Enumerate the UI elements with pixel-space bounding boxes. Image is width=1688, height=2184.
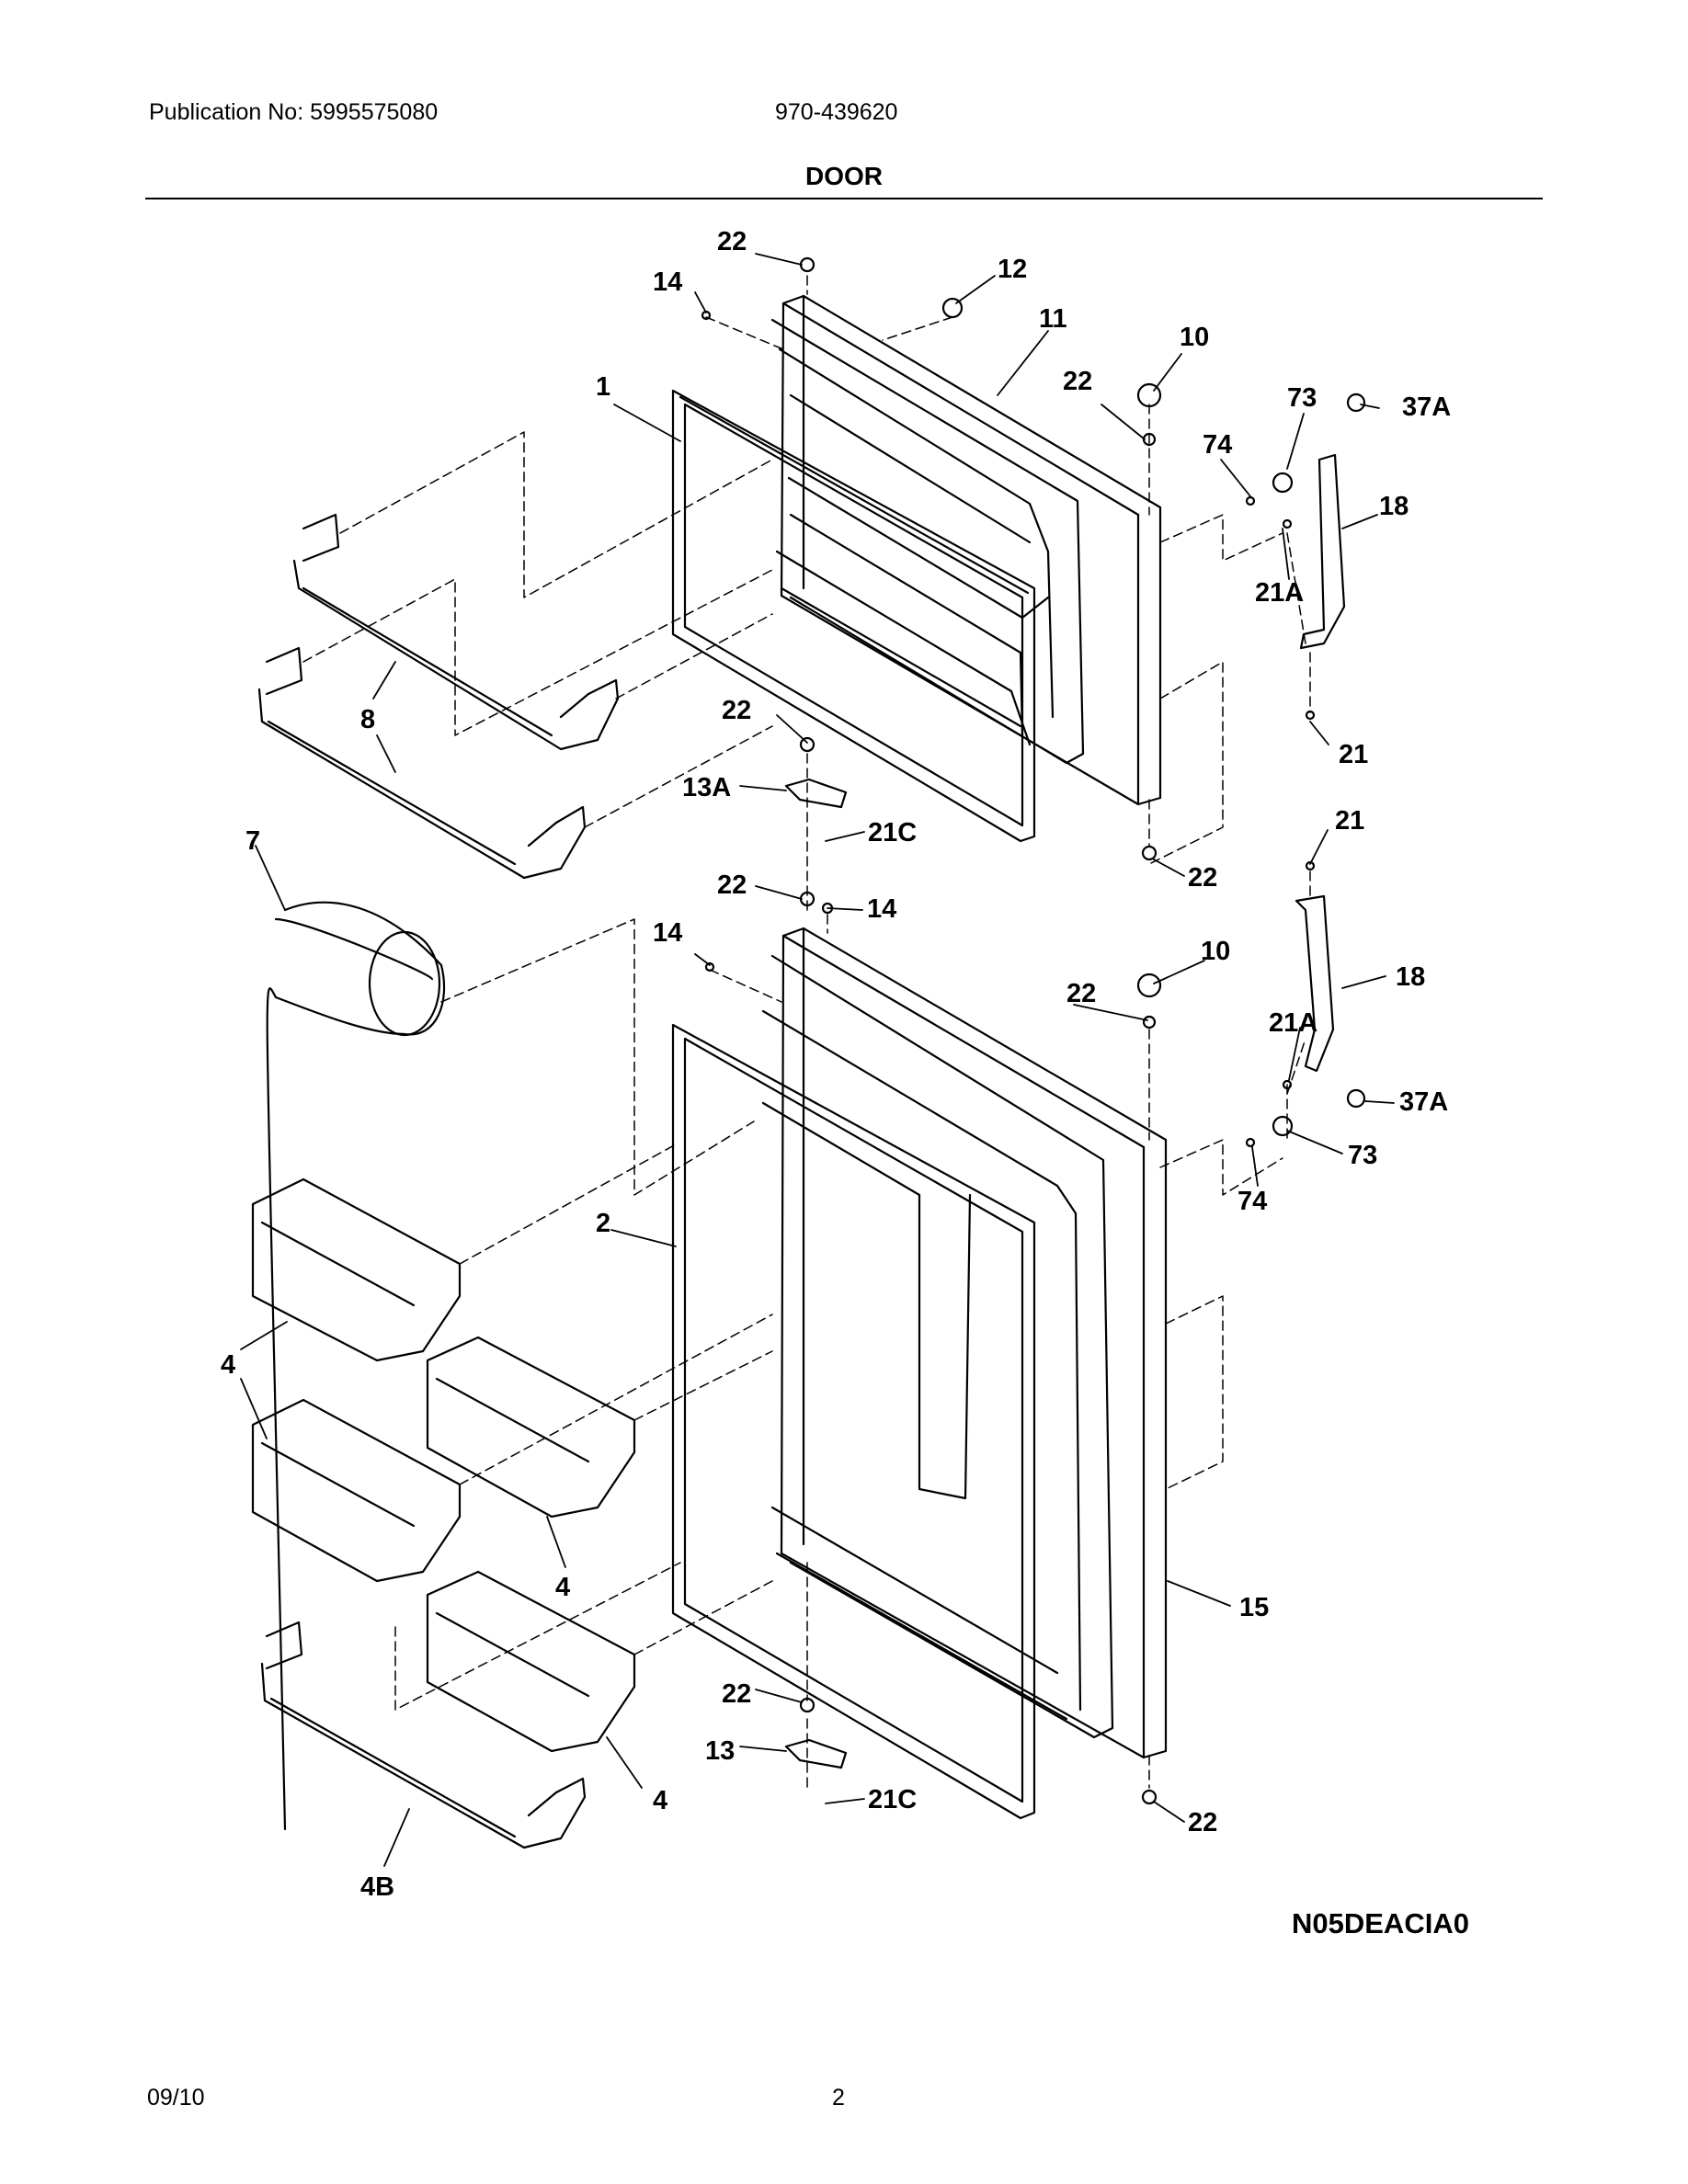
label-2: 2 <box>596 1209 610 1238</box>
label-73: 73 <box>1348 1141 1377 1170</box>
label-74: 74 <box>1203 430 1232 460</box>
label-22: 22 <box>722 1679 751 1709</box>
header-divider <box>145 198 1543 199</box>
label-22: 22 <box>1063 367 1092 396</box>
fresh-food-door-liner <box>761 954 1114 1739</box>
label-14: 14 <box>653 267 682 297</box>
label-21a: 21A <box>1269 1008 1317 1038</box>
label-22: 22 <box>717 227 747 256</box>
label-22: 22 <box>1066 979 1096 1008</box>
door-bin-1 <box>251 1177 462 1362</box>
door-bin-3 <box>251 1398 462 1583</box>
label-21c: 21C <box>868 818 917 847</box>
label-37a: 37A <box>1399 1087 1448 1117</box>
label-21a: 21A <box>1255 578 1304 608</box>
label-4: 4 <box>555 1573 570 1602</box>
label-4b: 4B <box>360 1872 394 1902</box>
label-10: 10 <box>1201 937 1230 966</box>
upper-hinge <box>784 778 848 809</box>
label-12: 12 <box>998 255 1027 284</box>
diagram-code: N05DEACIA0 <box>1292 1907 1469 1939</box>
deodorizer <box>266 901 446 1831</box>
label-13a: 13A <box>682 773 731 802</box>
label-7: 7 <box>245 826 260 856</box>
label-22: 22 <box>722 696 751 725</box>
page-number: 2 <box>832 2085 845 2110</box>
label-73: 73 <box>1287 383 1317 413</box>
freezer-door-liner <box>770 318 1085 765</box>
label-4: 4 <box>221 1350 235 1380</box>
label-4: 4 <box>653 1786 667 1815</box>
label-15: 15 <box>1239 1593 1269 1622</box>
door-shelf-lower <box>257 646 587 880</box>
fasteners <box>701 256 1366 1805</box>
label-14: 14 <box>867 894 896 924</box>
fresh-food-handle <box>1295 894 1335 1073</box>
freezer-handle <box>1299 453 1346 650</box>
label-18: 18 <box>1379 492 1409 521</box>
label-13: 13 <box>705 1736 735 1766</box>
label-18: 18 <box>1396 962 1425 992</box>
label-21: 21 <box>1335 806 1364 836</box>
label-11: 11 <box>1039 304 1067 334</box>
fresh-food-door-gasket <box>671 1023 1036 1820</box>
model-number: 970-439620 <box>775 99 898 125</box>
leader-lines <box>240 253 1395 1867</box>
label-10: 10 <box>1180 323 1209 352</box>
label-14: 14 <box>653 918 682 948</box>
label-22: 22 <box>717 870 747 900</box>
label-22: 22 <box>1188 1808 1217 1837</box>
label-21c: 21C <box>868 1785 917 1814</box>
label-74: 74 <box>1237 1187 1267 1216</box>
label-1: 1 <box>596 372 610 402</box>
door-shelf-upper <box>292 513 620 751</box>
fresh-food-door-outer <box>780 927 1168 1759</box>
assembly-dashed-lines <box>302 275 1311 1793</box>
freezer-door-outer <box>780 294 1162 806</box>
door-bin-2 <box>426 1336 636 1519</box>
label-37a: 37A <box>1402 392 1451 422</box>
freezer-door-gasket <box>671 389 1036 843</box>
publication-number: Publication No: 5995575080 <box>149 99 439 125</box>
label-8: 8 <box>360 705 375 734</box>
lower-hinge <box>784 1738 848 1769</box>
page-title: DOOR <box>805 162 883 190</box>
label-22: 22 <box>1188 863 1217 893</box>
bottom-door-shelf <box>260 1621 587 1849</box>
door-bin-4 <box>426 1570 636 1753</box>
label-21: 21 <box>1339 740 1368 769</box>
footer-date: 09/10 <box>147 2085 205 2110</box>
